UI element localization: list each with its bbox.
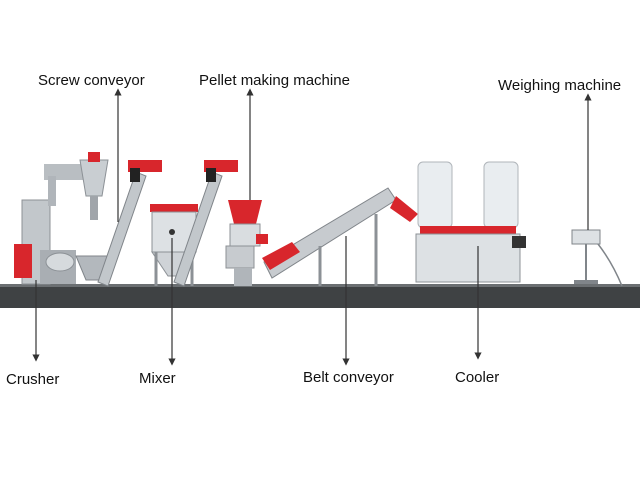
screw-conveyor-label: Screw conveyor (38, 72, 145, 89)
pellet-machine (225, 200, 268, 286)
cooler-label: Cooler (455, 369, 500, 386)
screw-conveyor-2-machine (173, 160, 238, 287)
mixer-label: Mixer (139, 370, 176, 387)
pellet-machine-label: Pellet making machine (199, 72, 350, 89)
cooler-machine (415, 161, 526, 283)
weighing-machine-label: Weighing machine (498, 77, 622, 94)
belt-conveyor-label: Belt conveyor (303, 369, 394, 386)
weighing-machine (571, 229, 623, 287)
crusher-label: Crusher (6, 371, 60, 388)
screw-conveyor-machine (75, 160, 162, 287)
floor-platform (0, 284, 640, 308)
belt-conveyor-machine (262, 187, 418, 286)
leader-arrows (32, 88, 592, 366)
mixer-machine (150, 204, 198, 286)
